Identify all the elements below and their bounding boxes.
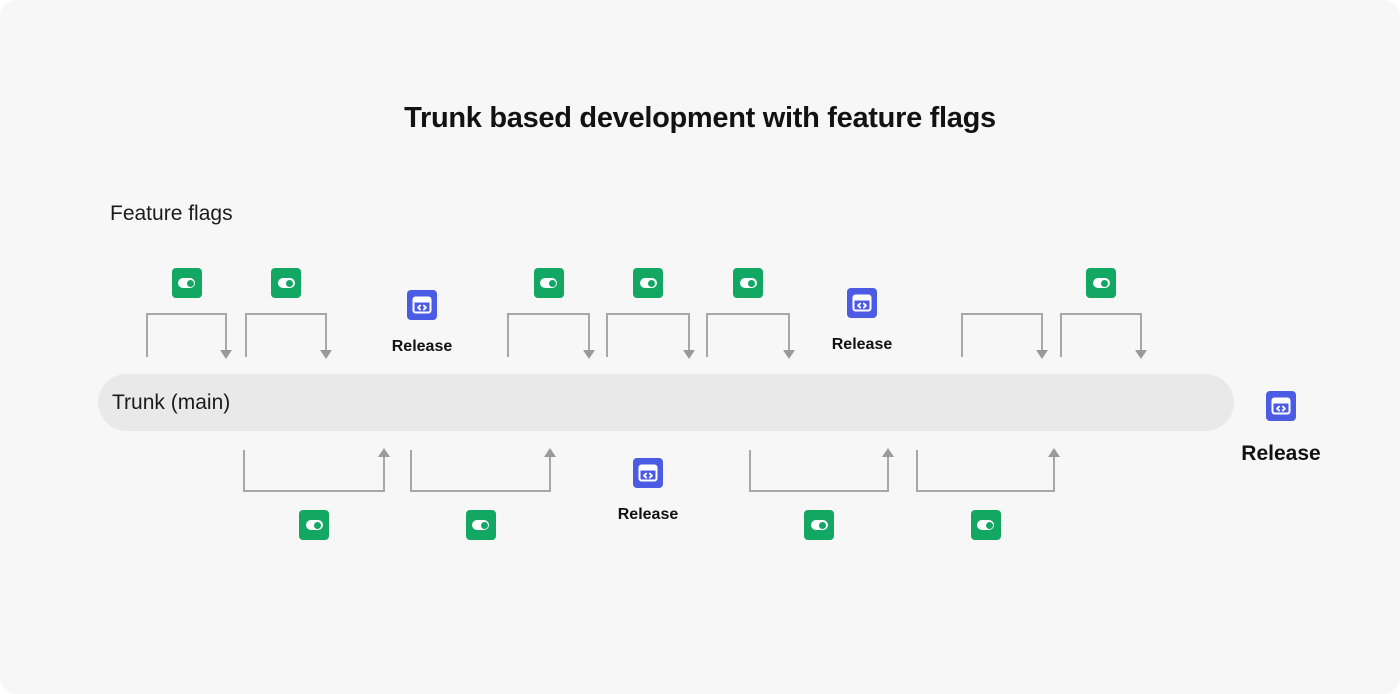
release-window-icon [633, 458, 663, 488]
release-node: Release [1221, 391, 1341, 466]
merge-arrow-up-icon [544, 448, 556, 457]
toggle-on-icon [472, 520, 489, 530]
feature-branch-bottom [916, 448, 1060, 540]
diagram-title: Trunk based development with feature fla… [404, 102, 996, 134]
feature-branch-top [706, 268, 795, 359]
merge-arrow-down-icon [683, 350, 695, 359]
merge-arrow-down-icon [320, 350, 332, 359]
branch-merge-path [245, 313, 332, 359]
toggle-on-icon [739, 278, 757, 288]
toggle-on-icon [540, 278, 557, 288]
toggle-on-icon [305, 520, 323, 530]
branch-merge-path [146, 313, 232, 359]
toggle-on-icon [178, 278, 195, 288]
feature-flag-toggle-icon [171, 268, 202, 298]
release-node: Release [362, 290, 482, 356]
feature-branch-top [606, 268, 695, 359]
branch-merge-path [410, 448, 556, 492]
feature-flag-toggle-icon [633, 268, 663, 298]
feature-flag-toggle-icon [804, 510, 834, 540]
toggle-on-icon [810, 520, 828, 530]
feature-flag-toggle-icon [733, 268, 763, 298]
merge-arrow-down-icon [1135, 350, 1147, 359]
branch-merge-path [706, 313, 795, 359]
feature-flag-toggle-icon [533, 268, 564, 298]
release-label: Release [391, 338, 453, 355]
feature-branch-bottom [749, 448, 894, 540]
toggle-on-icon [977, 520, 994, 530]
feature-flag-toggle-icon [299, 510, 329, 540]
feature-branch-bottom [410, 448, 556, 540]
feature-flag-toggle-icon [1086, 268, 1116, 298]
branch-merge-path [606, 313, 695, 359]
trunk-bar: Trunk (main) [98, 374, 1234, 431]
branch-merge-path [1060, 313, 1147, 359]
branch-merge-path [243, 448, 390, 492]
feature-flag-toggle-icon [271, 268, 301, 298]
merge-arrow-down-icon [1036, 350, 1048, 359]
release-node: Release [802, 288, 922, 354]
toggle-on-icon [277, 278, 295, 288]
merge-arrow-down-icon [583, 350, 595, 359]
feature-flag-toggle-icon [970, 510, 1001, 540]
toggle-on-icon [639, 278, 657, 288]
release-node: Release [588, 458, 708, 524]
feature-flag-toggle-icon [465, 510, 496, 540]
release-window-icon [1266, 391, 1296, 421]
merge-arrow-down-icon [220, 350, 232, 359]
merge-arrow-down-icon [783, 350, 795, 359]
merge-arrow-up-icon [1048, 448, 1060, 457]
merge-arrow-up-icon [378, 448, 390, 457]
release-label: Release [1241, 442, 1321, 465]
branch-merge-path [507, 313, 595, 359]
feature-branch-top [245, 268, 332, 359]
release-window-icon [407, 290, 437, 320]
feature-branch-bottom [243, 448, 390, 540]
branch-merge-path [916, 448, 1060, 492]
feature-branch-top [1060, 268, 1147, 359]
feature-flags-label: Feature flags [110, 202, 233, 225]
toggle-on-icon [1092, 278, 1110, 288]
feature-branch-top [146, 268, 232, 359]
release-label: Release [831, 336, 893, 353]
release-window-icon [847, 288, 877, 318]
feature-branch-top [961, 268, 1048, 359]
merge-arrow-up-icon [882, 448, 894, 457]
branch-merge-path [961, 313, 1048, 359]
branch-merge-path [749, 448, 894, 492]
feature-branch-top [507, 268, 595, 359]
release-label: Release [617, 506, 679, 523]
trunk-label: Trunk (main) [112, 390, 231, 414]
